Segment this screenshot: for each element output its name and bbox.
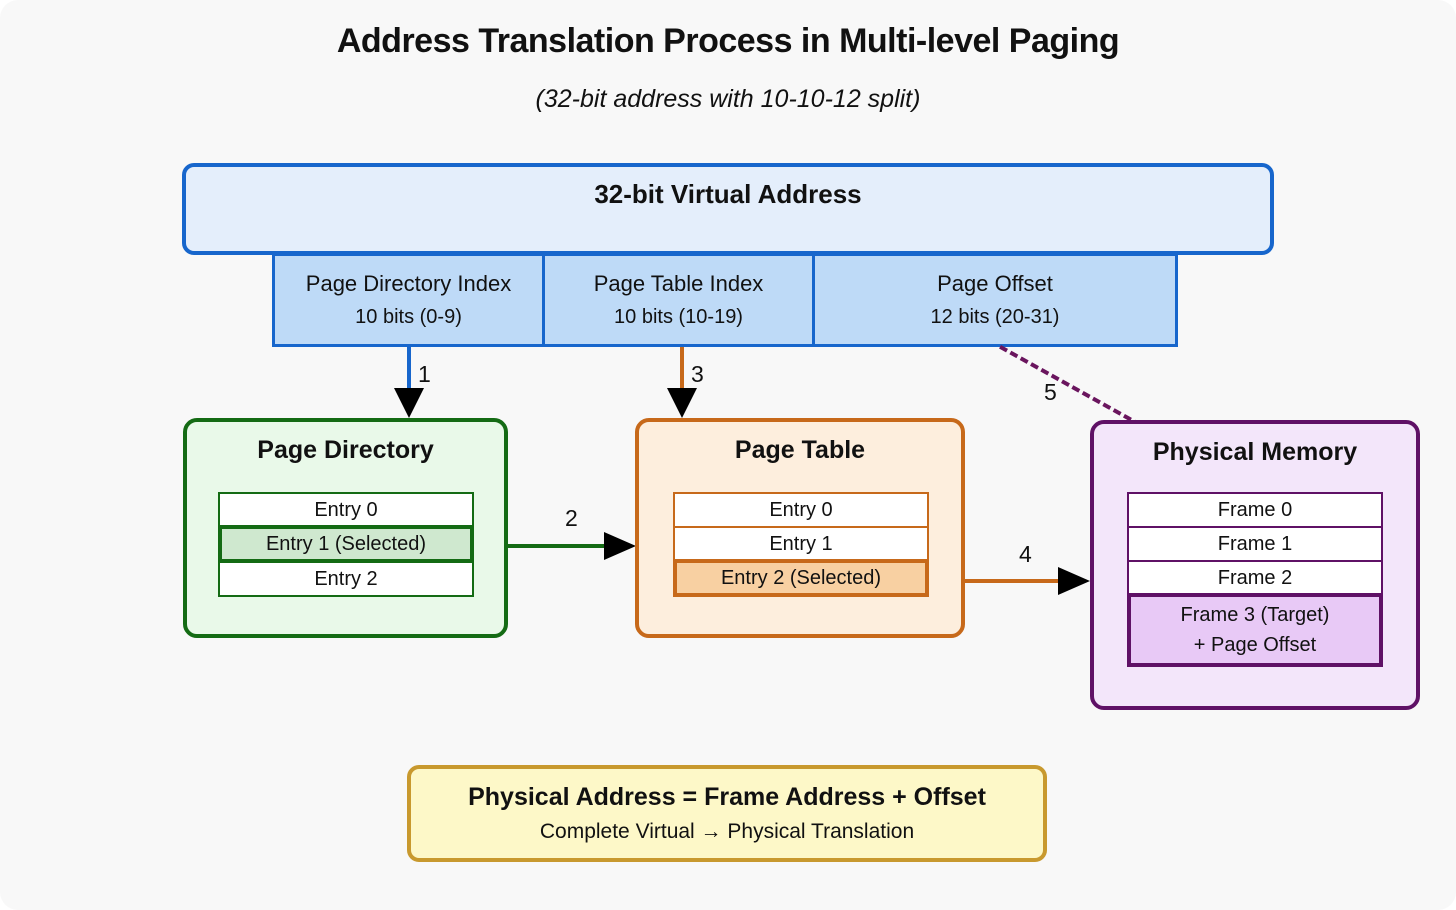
field-label: Page Offset xyxy=(937,271,1053,296)
field-bits: 10 bits (10-19) xyxy=(614,306,743,328)
step-5-label: 5 xyxy=(1044,379,1057,405)
field-bits: 10 bits (0-9) xyxy=(355,306,462,328)
page-directory-title: Page Directory xyxy=(257,436,434,464)
arrow-3-line xyxy=(680,347,684,393)
arrow-2-head-icon xyxy=(604,532,636,560)
field-label: Page Directory Index xyxy=(305,271,512,296)
physical-memory-frames: Frame 0 Frame 1 Frame 2 Frame 3 (Target)… xyxy=(1127,492,1383,667)
page-table-entries: Entry 0 Entry 1 Entry 2 (Selected) xyxy=(673,492,929,597)
physical-memory-title: Physical Memory xyxy=(1152,438,1358,466)
arrow-1-line xyxy=(407,347,411,393)
step-1-label: 1 xyxy=(418,361,431,387)
field-bits: 12 bits (20-31) xyxy=(930,306,1060,328)
target-frame-line2: + Page Offset xyxy=(1193,634,1317,656)
entry-row-selected: Entry 2 (Selected) xyxy=(673,559,929,597)
entry-row: Entry 1 xyxy=(673,526,929,562)
virtual-address-box: 32-bit Virtual Address xyxy=(182,163,1274,255)
page-directory-entries: Entry 0 Entry 1 (Selected) Entry 2 xyxy=(218,492,474,597)
diagram-title: Address Translation Process in Multi-lev… xyxy=(336,22,1120,60)
frame-row: Frame 1 xyxy=(1127,526,1383,562)
field-label: Page Table Index xyxy=(593,271,764,296)
result-caption: Complete Virtual → Physical Translation xyxy=(539,820,915,843)
field-page-offset: Page Offset 12 bits (20-31) xyxy=(812,253,1178,347)
entry-row-selected: Entry 1 (Selected) xyxy=(218,525,474,563)
step-2-label: 2 xyxy=(565,505,578,531)
result-box: Physical Address = Frame Address + Offse… xyxy=(407,765,1047,862)
arrow-4-head-icon xyxy=(1058,567,1090,595)
step-4-label: 4 xyxy=(1019,541,1032,567)
frame-row: Frame 0 xyxy=(1127,492,1383,528)
entry-row: Entry 0 xyxy=(673,492,929,528)
page-table-title: Page Table xyxy=(734,436,866,464)
target-frame-line1: Frame 3 (Target) xyxy=(1180,604,1330,626)
field-page-directory-index: Page Directory Index 10 bits (0-9) xyxy=(272,253,545,347)
frame-row-target: Frame 3 (Target) + Page Offset xyxy=(1127,593,1383,667)
arrow-4-line xyxy=(965,579,1065,583)
entry-row: Entry 0 xyxy=(218,492,474,528)
virtual-address-fields: Page Directory Index 10 bits (0-9) Page … xyxy=(272,253,1178,347)
entry-row: Entry 2 xyxy=(218,561,474,597)
step-3-label: 3 xyxy=(691,361,704,387)
arrow-1-head-icon xyxy=(394,388,424,418)
frame-row: Frame 2 xyxy=(1127,560,1383,596)
field-page-table-index: Page Table Index 10 bits (10-19) xyxy=(542,253,815,347)
result-formula: Physical Address = Frame Address + Offse… xyxy=(468,783,986,811)
diagram-subtitle: (32-bit address with 10-10-12 split) xyxy=(535,85,921,113)
arrow-2-line xyxy=(508,544,608,548)
arrow-3-head-icon xyxy=(667,388,697,418)
